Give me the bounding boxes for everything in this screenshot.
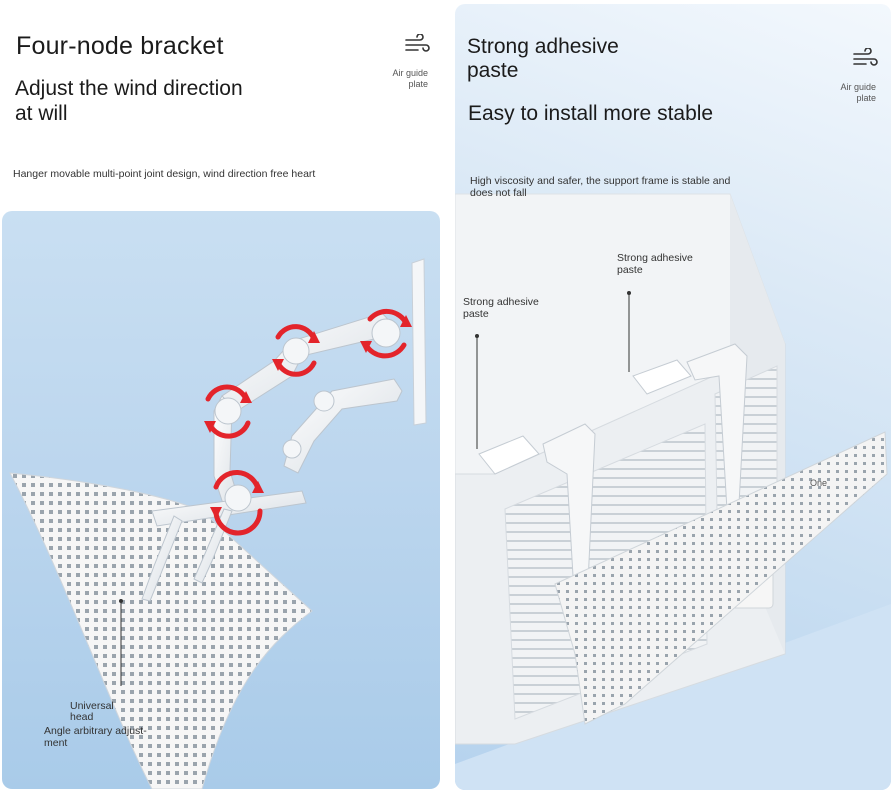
left-subtitle-2: at will <box>15 102 68 125</box>
icon-label-1: Air guide <box>392 68 428 78</box>
ac-unit-illustration <box>455 193 891 790</box>
bracket-illustration <box>9 258 427 789</box>
wind-icon <box>405 34 430 52</box>
plate-mark: One <box>810 478 828 488</box>
callout-adhesive-a-1: Strong adhesive <box>463 296 539 308</box>
air-guide-plate <box>9 472 313 789</box>
callout-adhesive-a-2: paste <box>463 308 489 320</box>
right-description-1: High viscosity and safer, the support fr… <box>470 175 731 187</box>
icon-label-right-2: plate <box>856 93 876 103</box>
callout-adhesive-b-2: paste <box>617 264 643 276</box>
wind-icon-right <box>853 48 878 66</box>
callout-universal-head-1: Universal <box>70 700 114 712</box>
right-title-1: Strong adhesive <box>467 35 619 58</box>
rotation-arrow-icons <box>205 308 409 536</box>
left-product-card: Universal head Angle arbitrary adjust- m… <box>2 211 440 789</box>
right-title-2: paste <box>467 59 519 82</box>
air-guide-plate-installed <box>554 431 888 725</box>
left-subtitle-1: Adjust the wind direction <box>15 77 243 100</box>
right-product-card: One <box>455 4 891 790</box>
callout-angle-1: Angle arbitrary adjust- <box>44 725 147 737</box>
right-subtitle: Easy to install more stable <box>468 102 714 125</box>
right-description-2: does not fall <box>470 187 527 199</box>
icon-label-right-1: Air guide <box>840 82 876 92</box>
left-title: Four-node bracket <box>16 32 224 60</box>
callout-angle-2: ment <box>44 737 68 749</box>
left-description: Hanger movable multi-point joint design,… <box>13 168 316 180</box>
callout-universal-head-2: head <box>70 711 94 723</box>
callout-adhesive-b-1: Strong adhesive <box>617 252 693 264</box>
icon-label-2: plate <box>408 79 428 89</box>
